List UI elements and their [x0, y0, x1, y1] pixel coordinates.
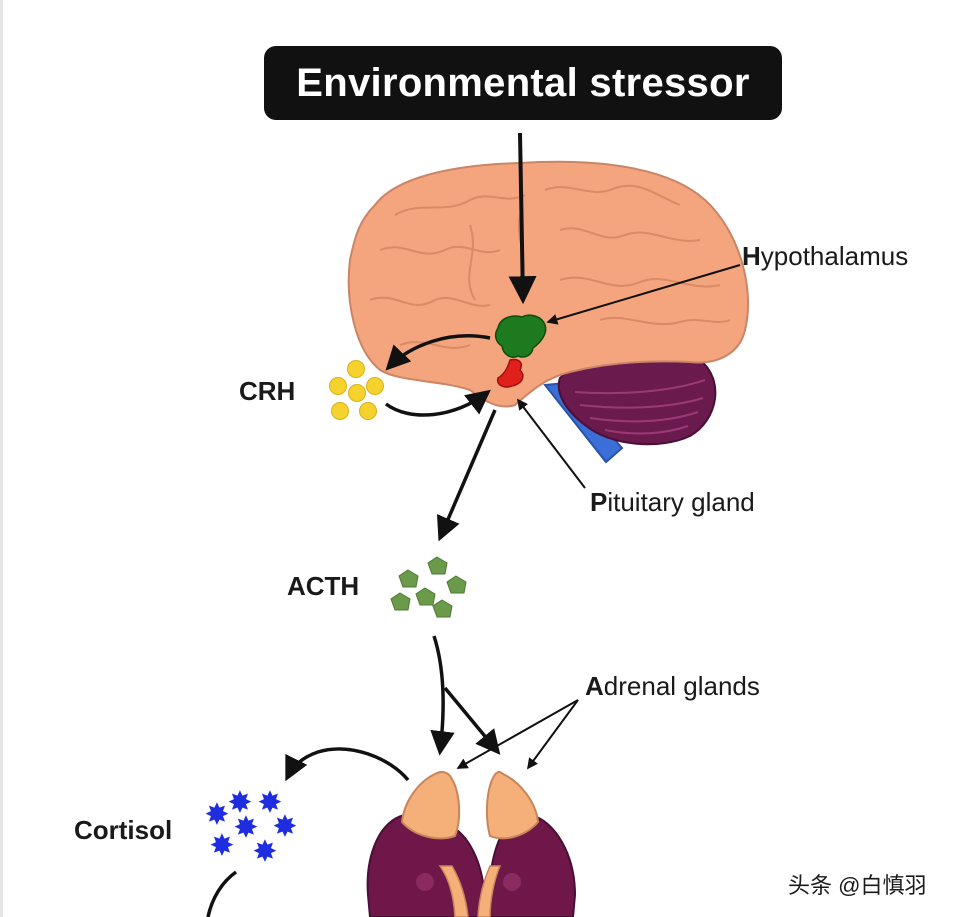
- cortisol-molecule: ✸: [252, 835, 277, 870]
- acth-label: ACTH: [287, 571, 360, 601]
- crh-molecule: [366, 377, 384, 395]
- acth-to-adrenal-right-arrow: [443, 686, 501, 755]
- adrenal-glands-label: Adrenal glands: [585, 671, 760, 702]
- right-adrenal-gland: [485, 770, 540, 840]
- stressor-arrow: [508, 132, 537, 305]
- cortisol-molecule: ✸: [272, 810, 297, 845]
- acth-molecule: [415, 587, 436, 606]
- left-adrenal-kidney: [366, 770, 486, 917]
- crh-molecule: [329, 377, 347, 395]
- cortisol-molecules: ✸ ✸ ✸ ✸ ✸ ✸ ✸: [204, 786, 297, 870]
- adrenal-pointer-left: [456, 699, 579, 769]
- adrenal-label-initial: A: [585, 671, 604, 701]
- left-adrenal-gland: [400, 770, 461, 840]
- crh-molecule: [359, 402, 377, 420]
- cortisol-molecule: ✸: [227, 786, 252, 821]
- acth-molecule: [446, 575, 467, 594]
- watermark: 头条 @白慎羽: [788, 873, 927, 898]
- adrenal-label-rest: drenal glands: [603, 671, 760, 701]
- acth-molecules: [390, 556, 467, 618]
- cortisol-molecule: ✸: [233, 811, 258, 846]
- cortisol-feedback-line: [206, 870, 238, 917]
- crh-release-arrow: [385, 334, 491, 371]
- acth-molecule: [432, 599, 453, 618]
- right-adrenal-kidney: [477, 770, 577, 917]
- cortisol-label: Cortisol: [74, 815, 173, 845]
- pituitary-pointer: [517, 398, 586, 489]
- cortisol-molecule: ✸: [204, 798, 229, 833]
- hypothalamus-region: [494, 314, 547, 358]
- pituitary-region: [496, 358, 524, 388]
- hypothalamus-label-rest: ypothalamus: [760, 241, 909, 271]
- pituitary-gland-label: Pituitary gland: [590, 487, 755, 518]
- hypothalamus-label: Hypothalamus: [742, 241, 908, 272]
- crh-molecule: [347, 360, 365, 378]
- brain: [347, 160, 749, 408]
- crh-molecules: [329, 360, 384, 420]
- cortisol-release-arrow: [285, 747, 410, 782]
- acth-release-arrow: [436, 409, 497, 542]
- brain-gyri: [369, 184, 731, 349]
- pituitary-label-rest: ituitary gland: [607, 487, 755, 517]
- hypothalamus-pointer: [546, 264, 741, 325]
- hypothalamus-label-initial: H: [742, 241, 761, 271]
- acth-molecule: [390, 592, 411, 611]
- page-left-border: [0, 0, 3, 917]
- diagram-title: Environmental stressor: [296, 60, 750, 105]
- crh-label: CRH: [239, 376, 296, 406]
- cortisol-molecule: ✸: [257, 786, 282, 821]
- acth-molecule: [427, 556, 448, 575]
- acth-to-adrenal-left-arrow: [430, 635, 455, 756]
- crh-molecule: [331, 402, 349, 420]
- pituitary-label-initial: P: [590, 487, 608, 517]
- cortisol-molecule: ✸: [209, 829, 234, 864]
- environmental-stressor-box: Environmental stressor: [264, 46, 782, 120]
- acth-molecule: [398, 569, 419, 588]
- crh-to-pituitary-arrow: [384, 389, 491, 417]
- crh-molecule: [348, 384, 366, 402]
- adrenal-pointer-right: [527, 699, 579, 770]
